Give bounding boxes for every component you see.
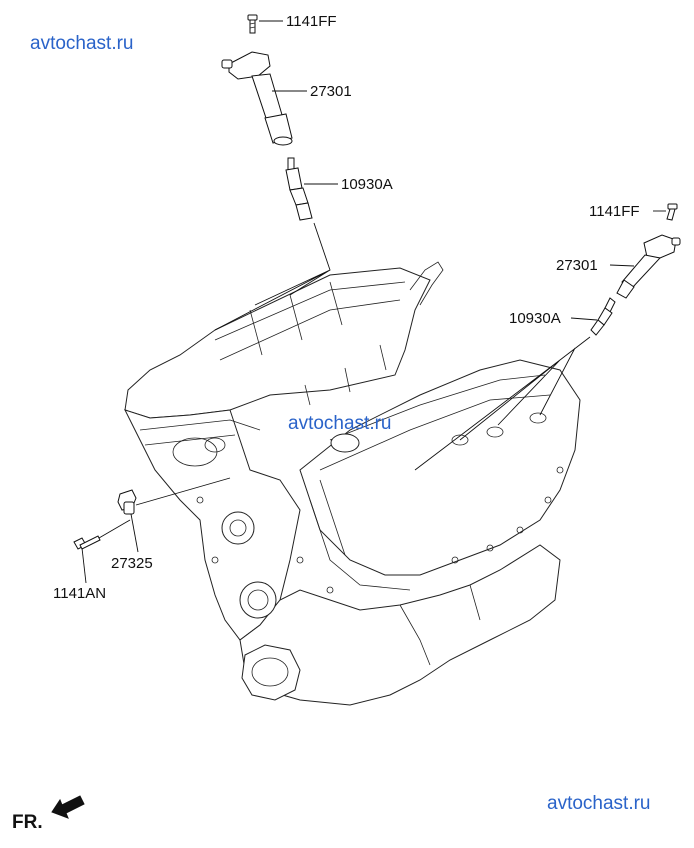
- part-label-coil-left: 27301: [310, 83, 352, 100]
- bolt-top-left-icon: [247, 14, 258, 34]
- leader-plug-right-to-head: [414, 336, 591, 471]
- leader-plug-left-to-head: [214, 222, 331, 331]
- part-label-bolt-top-right: 1141FF: [589, 203, 640, 220]
- part-label-bolt-sensor: 1141AN: [53, 585, 106, 602]
- part-label-sensor: 27325: [111, 555, 153, 572]
- engine-block: [124, 261, 581, 706]
- spark-plug-right-icon: [590, 297, 616, 336]
- spark-plug-left-icon: [285, 157, 313, 221]
- watermark-center: avtochast.ru: [288, 413, 392, 434]
- bolt-top-right-icon: [666, 203, 678, 221]
- watermark-bottom-right: avtochast.ru: [547, 793, 651, 814]
- front-direction-label: FR.: [12, 812, 43, 833]
- ignition-coil-right-icon: [616, 234, 681, 299]
- ignition-coil-left-icon: [221, 51, 293, 146]
- watermark-top-left: avtochast.ru: [30, 33, 134, 54]
- part-label-plug-left: 10930A: [341, 176, 393, 193]
- bolt-sensor-icon: [73, 535, 101, 550]
- leader-sensor-to-block: [135, 477, 231, 506]
- part-label-coil-right: 27301: [556, 257, 598, 274]
- part-label-bolt-top-left: 1141FF: [286, 13, 337, 30]
- arrow-front-icon: [51, 795, 85, 819]
- part-label-plug-right: 10930A: [509, 310, 561, 327]
- sensor-icon: [117, 489, 137, 515]
- leader-sensor: [130, 513, 139, 553]
- leader-bolt-sensor-to-block: [98, 519, 131, 539]
- leader-plug-right: [570, 317, 598, 321]
- leader-coil-right: [609, 264, 635, 267]
- leader-bolt-sensor: [81, 547, 87, 584]
